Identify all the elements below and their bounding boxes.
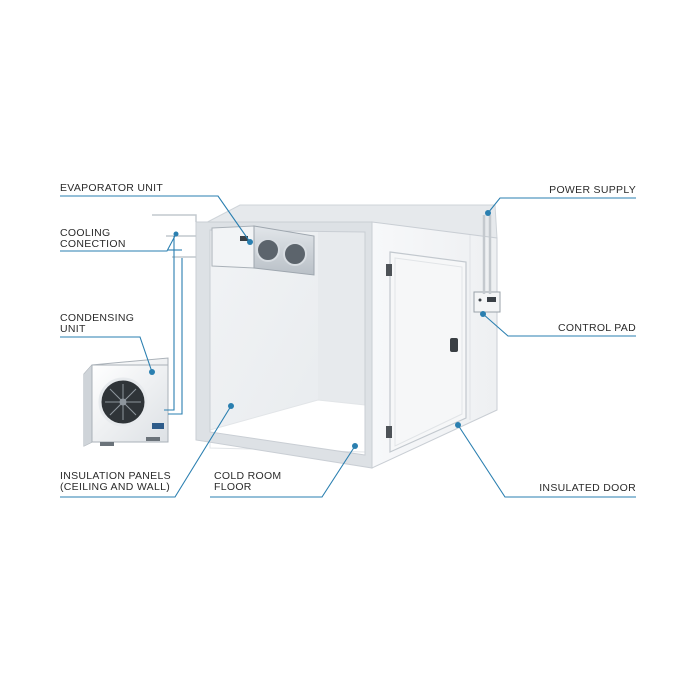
leader-power bbox=[487, 197, 636, 214]
condensing-unit bbox=[83, 357, 169, 447]
insulated-door bbox=[389, 251, 467, 453]
label-insulation-panels: INSULATION PANELS (CEILING AND WALL) bbox=[60, 471, 171, 493]
dot-door bbox=[455, 422, 461, 428]
dot-condensing bbox=[149, 369, 155, 375]
label-cold-room-floor: COLD ROOM FLOOR bbox=[214, 471, 281, 493]
evaporator-fan-icon bbox=[256, 238, 280, 262]
leader-evaporator bbox=[60, 195, 251, 243]
evaporator-unit bbox=[211, 225, 315, 276]
dot-control bbox=[480, 311, 486, 317]
evaporator-fan-icon bbox=[283, 242, 307, 266]
cooling-pipes bbox=[152, 214, 197, 258]
leader-lines bbox=[60, 195, 636, 498]
dot-floor bbox=[352, 443, 358, 449]
leader-control bbox=[482, 313, 636, 337]
leader-insulation bbox=[60, 405, 232, 498]
label-insulated-door: INSULATED DOOR bbox=[539, 482, 636, 494]
label-evaporator-unit: EVAPORATOR UNIT bbox=[60, 182, 164, 194]
label-floor-line2: FLOOR bbox=[214, 481, 252, 493]
leader-floor bbox=[210, 445, 356, 498]
label-floor-line1: COLD ROOM bbox=[214, 470, 282, 482]
label-condensing-unit: CONDENSING UNIT bbox=[60, 313, 134, 335]
cooling-pipe-line bbox=[168, 258, 183, 415]
cold-room bbox=[195, 204, 501, 469]
leader-condensing bbox=[60, 336, 153, 373]
label-insulation-line1: INSULATION PANELS bbox=[60, 470, 171, 482]
cooling-pipe-line bbox=[164, 236, 175, 411]
dot-insulation bbox=[228, 403, 234, 409]
label-control-pad: CONTROL PAD bbox=[558, 322, 636, 334]
leader-dots bbox=[149, 210, 491, 449]
dot-power bbox=[485, 210, 491, 216]
label-cooling-line1: COOLING bbox=[60, 227, 111, 239]
leader-cooling bbox=[60, 233, 177, 252]
leader-door bbox=[457, 424, 636, 498]
label-power-supply: POWER SUPPLY bbox=[549, 184, 636, 196]
dot-cooling bbox=[173, 231, 179, 237]
door-hinge-top bbox=[386, 264, 392, 276]
door-hinge-bottom bbox=[386, 426, 392, 438]
interior-back-wall bbox=[210, 225, 318, 430]
label-insulation-line2: (CEILING AND WALL) bbox=[60, 481, 171, 493]
label-condensing-line2: UNIT bbox=[60, 323, 86, 335]
interior-right-wall bbox=[318, 225, 365, 440]
label-cooling-connection: COOLING CONECTION bbox=[60, 228, 126, 250]
label-cooling-line2: CONECTION bbox=[60, 238, 126, 250]
door-handle bbox=[450, 338, 458, 352]
dot-evaporator bbox=[247, 239, 253, 245]
label-condensing-line1: CONDENSING bbox=[60, 312, 135, 324]
